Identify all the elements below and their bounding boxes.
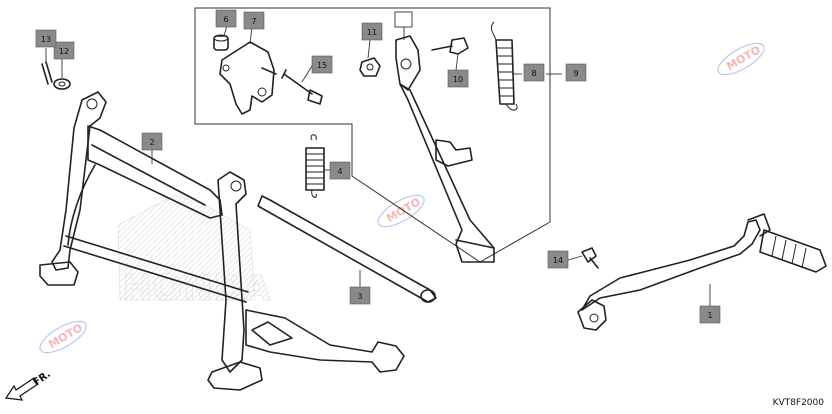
svg-text:1: 1 [707,311,712,320]
side-stand-group-frame [194,7,551,263]
svg-text:3: 3 [357,292,362,301]
moto-watermark-left: MOTO [39,320,87,354]
svg-text:11: 11 [367,28,377,37]
callout-12: 12 [53,41,75,60]
callout-13: 13 [35,29,57,48]
svg-text:14: 14 [553,256,563,265]
callout-9: 9 [565,63,587,82]
washer [53,78,71,90]
stand-pivot-shaft [257,195,437,303]
svg-text:6: 6 [223,15,228,24]
svg-text:12: 12 [59,47,69,56]
honda-watermark-text: HONDA [122,268,271,309]
callout-2: 2 [141,132,163,151]
kick-starter-arm [577,213,827,331]
svg-text:10: 10 [453,75,463,84]
main-stand [39,91,405,391]
kick-arm-bolt [581,247,599,269]
side-stand-bracket [219,41,277,115]
flange-bolt-15 [281,69,323,105]
pivot-collar [213,34,229,51]
callout-1: 1 [699,305,721,324]
svg-text:2: 2 [149,138,154,147]
callout-15: 15 [311,55,333,74]
front-arrow-icon [4,377,39,401]
side-stand-pivot-bolt [431,37,469,55]
side-stand-spring [490,21,518,111]
callout-6: 6 [215,9,237,28]
svg-text:9: 9 [573,69,578,78]
svg-text:4: 4 [337,167,342,176]
moto-watermark-top-right: MOTO [717,42,765,76]
callout-14: 14 [547,250,569,269]
side-stand-nut [359,57,381,77]
callout-3: 3 [349,286,371,305]
leader-lines [45,21,711,306]
svg-text:8: 8 [531,69,536,78]
front-direction-label: FR. [31,369,52,389]
callout-4: 4 [329,161,351,180]
diagram-code: KVT8F2000 [772,398,824,408]
callout-8: 8 [523,63,545,82]
callout-5-blank [394,11,413,28]
svg-text:15: 15 [317,61,327,70]
svg-text:7: 7 [251,17,256,26]
main-stand-spring [305,134,325,198]
front-direction-indicator: FR. [4,369,53,401]
cotter-pin [41,61,53,85]
callout-10: 10 [447,69,469,88]
side-stand [395,35,495,263]
svg-text:13: 13 [41,35,51,44]
callout-11: 11 [361,22,383,41]
callout-7: 7 [243,11,265,30]
